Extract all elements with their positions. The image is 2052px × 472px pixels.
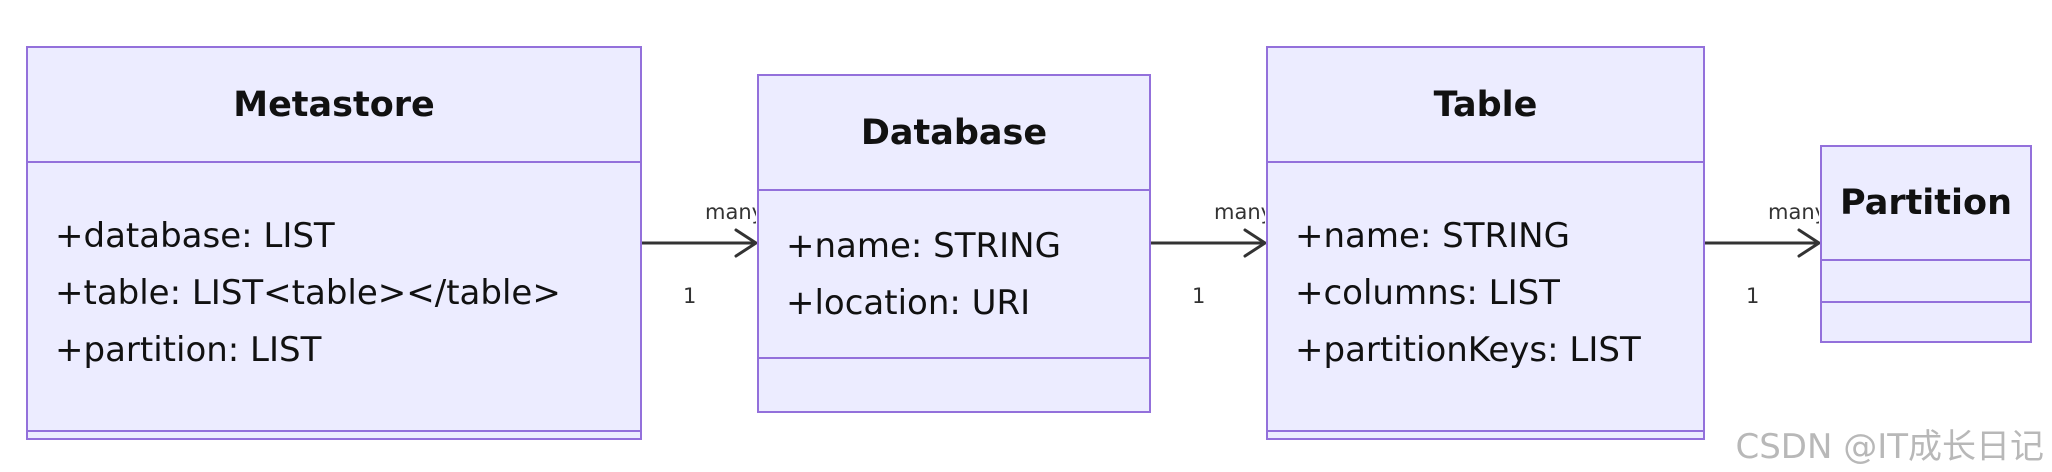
class-title-table: Table <box>1268 48 1703 163</box>
class-attributes-metastore: +database: LIST +table: LIST<table></tab… <box>28 163 640 432</box>
class-title-database: Database <box>759 76 1149 191</box>
class-table: Table +name: STRING +columns: LIST +part… <box>1266 46 1705 440</box>
multiplicity-source-table: 1 <box>1746 284 1760 308</box>
arrowhead-table <box>1243 228 1267 258</box>
watermark: CSDN @IT成长日记 <box>1735 427 2044 467</box>
attribute-location: +location: URI <box>786 283 1031 323</box>
attribute-name: +name: STRING <box>786 226 1061 266</box>
multiplicity-source-database: 1 <box>1192 284 1206 308</box>
arrowhead-partition <box>1797 228 1821 258</box>
class-methods-table <box>1268 382 1703 438</box>
class-metastore: Metastore +database: LIST +table: LIST<t… <box>26 46 642 440</box>
attribute-columns: +columns: LIST <box>1295 273 1560 313</box>
multiplicity-target-database: many <box>705 200 756 224</box>
multiplicity-source-metastore: 1 <box>683 284 697 308</box>
class-methods-metastore <box>28 382 640 438</box>
class-methods-partition <box>1822 301 2030 341</box>
class-database: Database +name: STRING +location: URI <box>757 74 1151 413</box>
attribute-partition: +partition: LIST <box>55 330 322 370</box>
class-title-metastore: Metastore <box>28 48 640 163</box>
class-attributes-partition <box>1822 261 2030 303</box>
attribute-name: +name: STRING <box>1295 216 1570 256</box>
class-title-partition: Partition <box>1822 147 2030 261</box>
class-methods-database <box>759 355 1149 411</box>
class-attributes-database: +name: STRING +location: URI <box>759 191 1149 359</box>
arrowhead-database <box>734 228 758 258</box>
multiplicity-target-partition: many <box>1768 200 1819 224</box>
class-attributes-table: +name: STRING +columns: LIST +partitionK… <box>1268 163 1703 432</box>
attribute-partition-keys: +partitionKeys: LIST <box>1295 330 1641 370</box>
multiplicity-target-table: many <box>1214 200 1265 224</box>
class-partition: Partition <box>1820 145 2032 343</box>
attribute-database: +database: LIST <box>55 216 335 256</box>
attribute-table: +table: LIST<table></table> <box>55 273 561 313</box>
